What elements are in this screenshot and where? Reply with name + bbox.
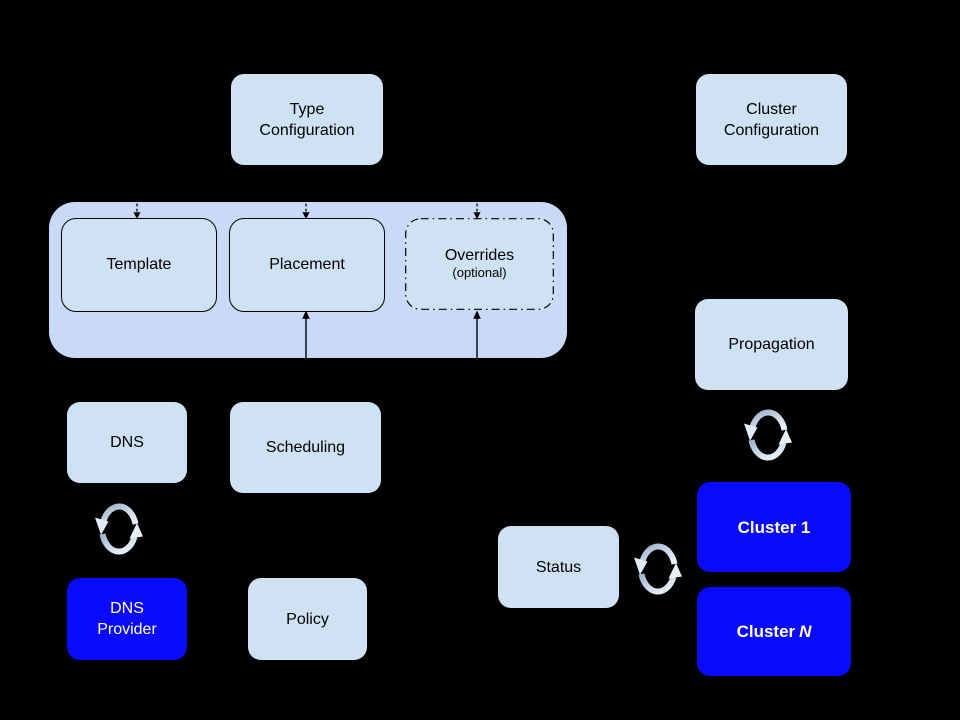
node-label: Type xyxy=(289,100,325,118)
node-label: Placement xyxy=(269,256,345,273)
sync-arrows-icon xyxy=(633,536,683,604)
node-label: Scheduling xyxy=(265,439,346,456)
node-label: Propagation xyxy=(728,336,815,353)
node-label: Status xyxy=(535,558,582,576)
node-template: Template xyxy=(61,218,217,312)
dash-dot-border xyxy=(405,218,554,310)
node-scheduling: Scheduling xyxy=(230,402,381,493)
node-cluster-configuration: Cluster Configuration xyxy=(696,74,847,165)
cluster-n-suffix: N xyxy=(799,622,812,641)
node-label: Provider xyxy=(97,621,157,638)
node-label: Cluster xyxy=(746,100,797,118)
node-policy: Policy xyxy=(248,578,367,660)
node-status: Status xyxy=(498,526,619,608)
node-type-configuration: Type Configuration xyxy=(231,74,383,165)
node-label: Configuration xyxy=(723,121,820,139)
node-cluster-1: Cluster 1 xyxy=(697,482,851,572)
dashed-down-arrow-icon xyxy=(131,203,143,219)
cluster-n-prefix: Cluster xyxy=(736,622,796,641)
dashed-down-arrow-icon xyxy=(300,203,312,219)
node-placement: Placement xyxy=(229,218,385,312)
node-overrides: Overrides (optional) xyxy=(405,218,554,310)
group-caption: Declaration of resources to be distribut… xyxy=(106,533,334,547)
node-label: Template xyxy=(106,256,172,273)
node-label: Policy xyxy=(286,610,329,628)
node-label: DNS xyxy=(110,434,144,451)
node-sublabel: (optional) xyxy=(452,265,507,280)
node-label: Overrides xyxy=(444,247,515,264)
solid-up-arrow-icon xyxy=(471,310,483,358)
dashed-down-arrow-icon xyxy=(471,203,483,219)
node-label: Configuration xyxy=(259,121,355,139)
node-label: Cluster 1 xyxy=(737,517,811,537)
node-label: DNS xyxy=(110,600,144,617)
node-dns-provider: DNS Provider xyxy=(67,578,187,660)
sync-arrows-icon xyxy=(94,496,144,564)
solid-up-arrow-icon xyxy=(300,310,312,358)
sync-arrows-icon xyxy=(743,402,793,470)
node-propagation: Propagation xyxy=(695,299,848,390)
node-dns: DNS xyxy=(67,402,187,483)
